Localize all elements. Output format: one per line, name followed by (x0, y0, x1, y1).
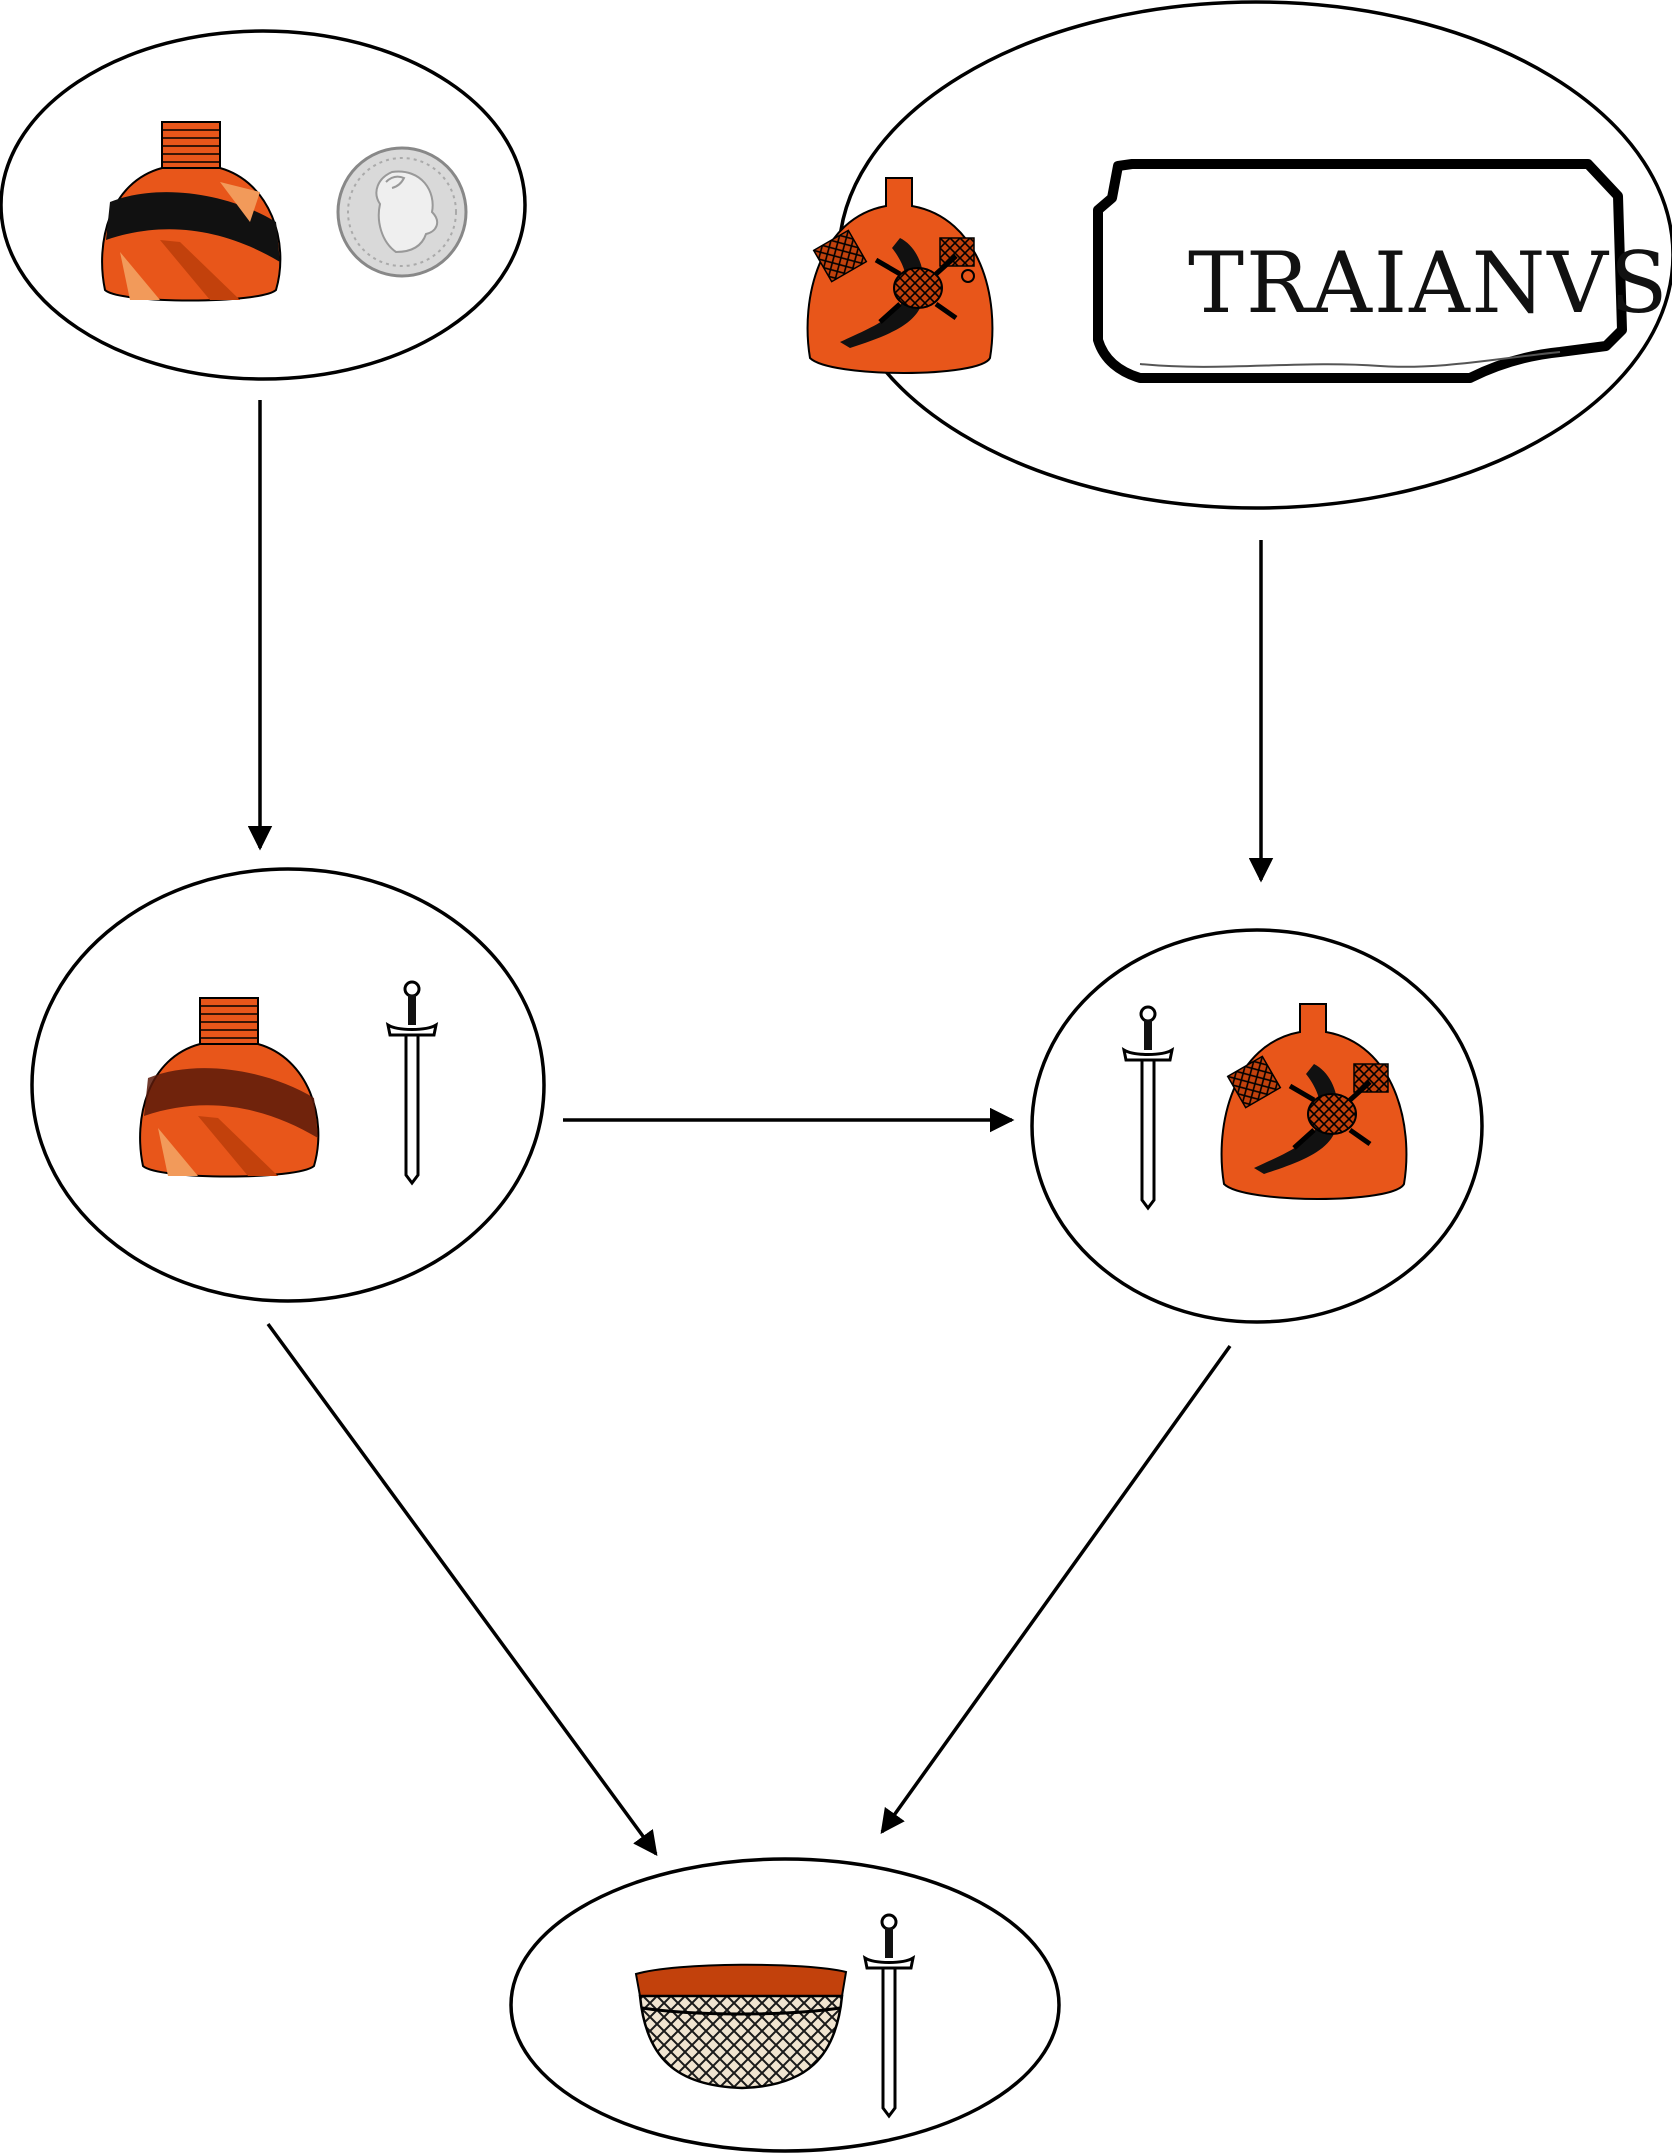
node-middle-left (30, 867, 546, 1303)
woven-bowl-icon (634, 1963, 848, 2090)
edge-middle-right-to-bottom (880, 1344, 1232, 1834)
lizard-gourd-jar-icon (1220, 1003, 1408, 1200)
sword-icon (862, 1913, 916, 2119)
edge-middle-left-to-bottom (266, 1322, 658, 1856)
node-top-right: TRAIANVS (806, 0, 1672, 510)
lizard-gourd-jar-icon (806, 177, 994, 374)
node-top-left (0, 29, 527, 381)
inscription-crack (1139, 351, 1561, 368)
edges (247, 400, 1274, 1856)
sword-icon (385, 980, 439, 1186)
node-middle-right (1030, 928, 1484, 1324)
banded-jar-icon (139, 997, 320, 1178)
inscription-text: TRAIANVS (1188, 234, 1670, 332)
banded-jar-icon (101, 121, 282, 302)
inscription-plaque-border (1093, 159, 1627, 383)
node-bottom (509, 1857, 1061, 2153)
silver-coin-icon (336, 146, 468, 278)
sword-icon (1121, 1005, 1175, 1211)
traianus-inscription: TRAIANVS (1093, 159, 1670, 383)
